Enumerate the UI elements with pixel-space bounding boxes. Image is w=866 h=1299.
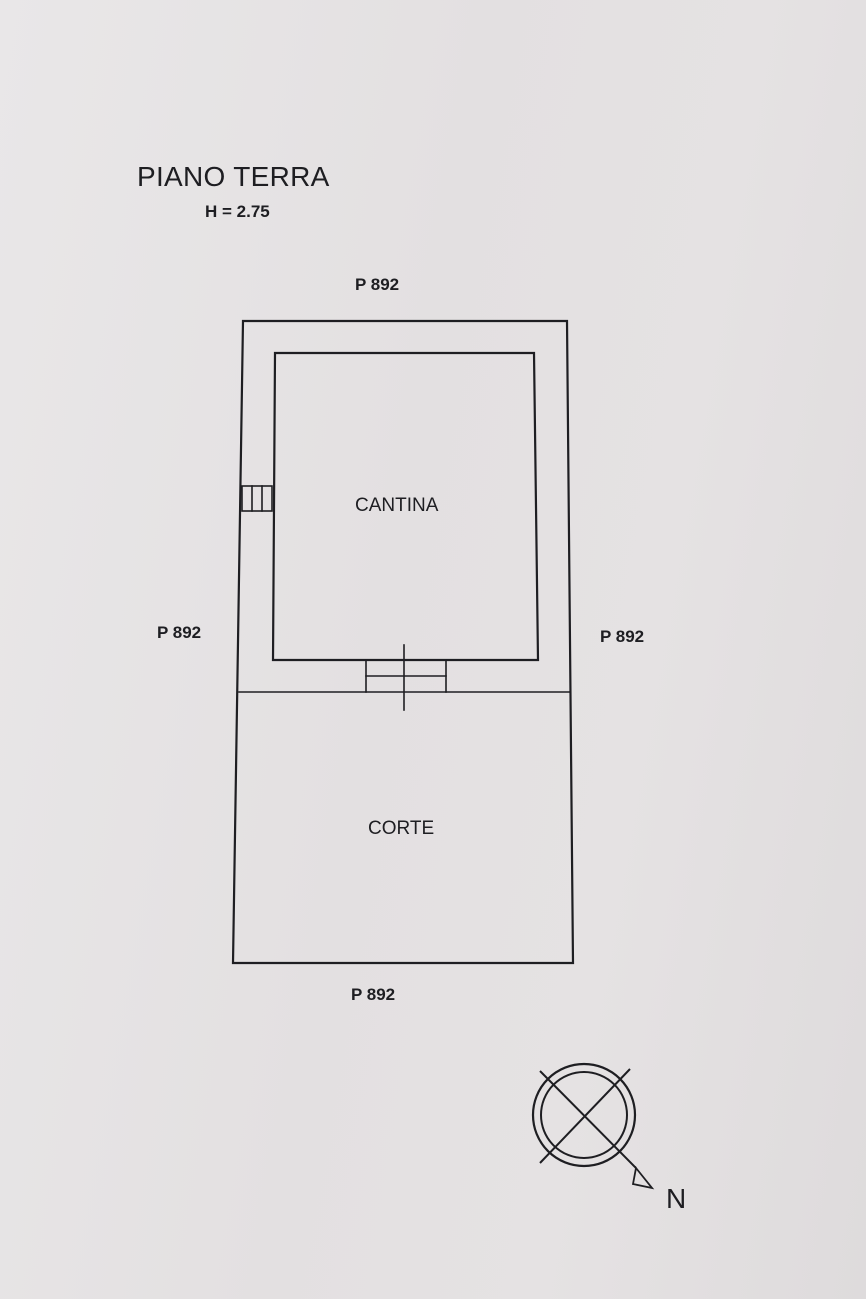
outer-wall (231, 319, 575, 965)
side-window (241, 485, 273, 512)
parcel-label-north: P 892 (355, 275, 400, 294)
cantina-inner-wall (271, 351, 540, 662)
north-arrow-icon (631, 1165, 655, 1190)
parcel-label-south: P 892 (351, 985, 396, 1004)
parcel-label-east: P 892 (600, 627, 645, 646)
parcel-label-west: P 892 (157, 623, 202, 642)
compass-north-label: N (666, 1183, 687, 1214)
room-label-cantina: CANTINA (355, 495, 439, 516)
compass-symbol (531, 1062, 655, 1190)
room-label-corte: CORTE (368, 818, 435, 839)
entry-steps (365, 644, 447, 711)
ceiling-height-label: H = 2.75 (205, 202, 270, 221)
plan-title: PIANO TERRA (137, 161, 330, 192)
